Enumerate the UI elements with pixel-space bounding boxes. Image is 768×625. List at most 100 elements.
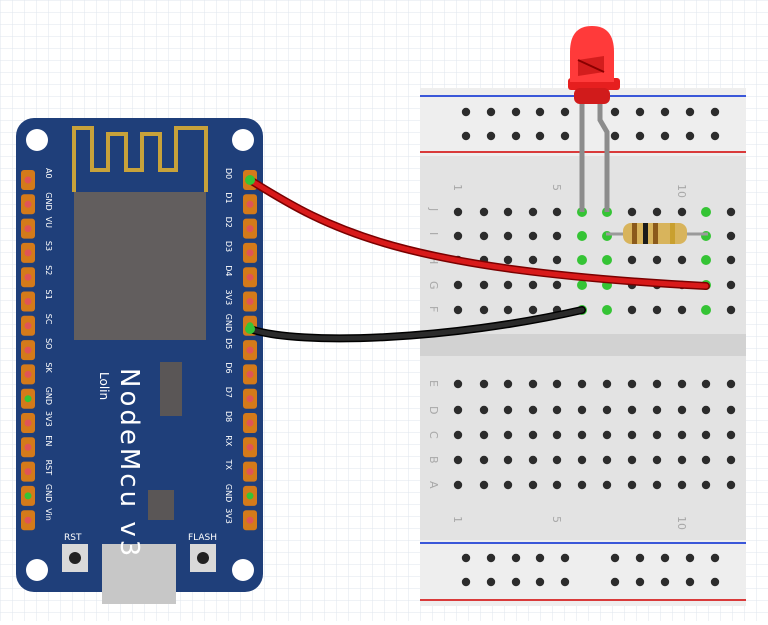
breadboard-hole[interactable] — [710, 131, 720, 141]
breadboard-hole[interactable] — [552, 207, 562, 217]
breadboard-hole[interactable] — [453, 455, 463, 465]
breadboard-hole[interactable] — [602, 305, 612, 315]
breadboard-hole[interactable] — [535, 107, 545, 117]
breadboard-hole[interactable] — [453, 280, 463, 290]
breadboard-hole[interactable] — [726, 405, 736, 415]
breadboard-hole[interactable] — [635, 553, 645, 563]
breadboard-hole[interactable] — [560, 553, 570, 563]
breadboard-hole[interactable] — [528, 480, 538, 490]
breadboard-hole[interactable] — [528, 455, 538, 465]
breadboard-hole[interactable] — [528, 405, 538, 415]
breadboard-hole[interactable] — [685, 577, 695, 587]
breadboard-hole[interactable] — [726, 231, 736, 241]
breadboard-hole[interactable] — [635, 577, 645, 587]
breadboard-hole[interactable] — [677, 305, 687, 315]
breadboard-hole[interactable] — [503, 231, 513, 241]
breadboard-hole[interactable] — [685, 107, 695, 117]
breadboard-hole[interactable] — [486, 577, 496, 587]
breadboard-hole[interactable] — [535, 553, 545, 563]
breadboard-hole[interactable] — [577, 255, 587, 265]
breadboard-hole[interactable] — [726, 207, 736, 217]
breadboard-hole[interactable] — [461, 553, 471, 563]
breadboard-hole[interactable] — [677, 455, 687, 465]
breadboard-hole[interactable] — [685, 131, 695, 141]
breadboard-hole[interactable] — [479, 405, 489, 415]
breadboard-hole[interactable] — [503, 305, 513, 315]
breadboard-hole[interactable] — [479, 480, 489, 490]
breadboard-hole[interactable] — [577, 379, 587, 389]
breadboard-hole[interactable] — [503, 405, 513, 415]
breadboard-hole[interactable] — [602, 379, 612, 389]
breadboard-hole[interactable] — [503, 480, 513, 490]
breadboard-hole[interactable] — [528, 207, 538, 217]
breadboard-hole[interactable] — [552, 430, 562, 440]
resistor-icon[interactable] — [606, 223, 708, 244]
breadboard-hole[interactable] — [602, 430, 612, 440]
breadboard-hole[interactable] — [552, 231, 562, 241]
breadboard-hole[interactable] — [528, 231, 538, 241]
breadboard-hole[interactable] — [701, 480, 711, 490]
breadboard-hole[interactable] — [726, 305, 736, 315]
breadboard-hole[interactable] — [511, 553, 521, 563]
breadboard-hole[interactable] — [511, 131, 521, 141]
breadboard-hole[interactable] — [627, 207, 637, 217]
breadboard-hole[interactable] — [479, 280, 489, 290]
breadboard-hole[interactable] — [552, 379, 562, 389]
breadboard-hole[interactable] — [503, 379, 513, 389]
breadboard-hole[interactable] — [677, 430, 687, 440]
breadboard-hole[interactable] — [479, 231, 489, 241]
breadboard-hole[interactable] — [486, 553, 496, 563]
breadboard-hole[interactable] — [602, 255, 612, 265]
breadboard-hole[interactable] — [701, 455, 711, 465]
breadboard-hole[interactable] — [652, 255, 662, 265]
breadboard-hole[interactable] — [627, 455, 637, 465]
breadboard-hole[interactable] — [453, 305, 463, 315]
breadboard-hole[interactable] — [453, 207, 463, 217]
breadboard-hole[interactable] — [635, 131, 645, 141]
breadboard-hole[interactable] — [652, 305, 662, 315]
breadboard-hole[interactable] — [535, 577, 545, 587]
breadboard-hole[interactable] — [511, 107, 521, 117]
breadboard-hole[interactable] — [453, 405, 463, 415]
breadboard-hole[interactable] — [677, 480, 687, 490]
breadboard-hole[interactable] — [552, 455, 562, 465]
breadboard-hole[interactable] — [560, 577, 570, 587]
breadboard-hole[interactable] — [560, 107, 570, 117]
breadboard-hole[interactable] — [577, 231, 587, 241]
breadboard-hole[interactable] — [461, 131, 471, 141]
breadboard-hole[interactable] — [701, 379, 711, 389]
breadboard-hole[interactable] — [479, 430, 489, 440]
breadboard-hole[interactable] — [726, 455, 736, 465]
breadboard-hole[interactable] — [652, 455, 662, 465]
breadboard-hole[interactable] — [552, 255, 562, 265]
breadboard-hole[interactable] — [701, 305, 711, 315]
breadboard-hole[interactable] — [627, 480, 637, 490]
breadboard-hole[interactable] — [602, 455, 612, 465]
breadboard-hole[interactable] — [726, 280, 736, 290]
breadboard-hole[interactable] — [577, 430, 587, 440]
led-icon[interactable] — [568, 26, 620, 212]
breadboard-hole[interactable] — [503, 430, 513, 440]
breadboard-hole[interactable] — [710, 553, 720, 563]
breadboard-hole[interactable] — [602, 405, 612, 415]
breadboard-hole[interactable] — [627, 379, 637, 389]
breadboard-hole[interactable] — [528, 379, 538, 389]
breadboard-hole[interactable] — [528, 430, 538, 440]
breadboard-hole[interactable] — [511, 577, 521, 587]
breadboard-hole[interactable] — [660, 577, 670, 587]
breadboard-hole[interactable] — [685, 553, 695, 563]
breadboard-hole[interactable] — [701, 207, 711, 217]
breadboard-hole[interactable] — [652, 480, 662, 490]
breadboard-hole[interactable] — [726, 379, 736, 389]
breadboard-hole[interactable] — [652, 207, 662, 217]
breadboard-hole[interactable] — [577, 455, 587, 465]
breadboard-hole[interactable] — [552, 480, 562, 490]
breadboard-hole[interactable] — [627, 305, 637, 315]
breadboard-hole[interactable] — [677, 207, 687, 217]
breadboard-hole[interactable] — [560, 131, 570, 141]
breadboard-hole[interactable] — [503, 255, 513, 265]
breadboard-hole[interactable] — [627, 255, 637, 265]
breadboard-hole[interactable] — [652, 379, 662, 389]
breadboard-hole[interactable] — [627, 405, 637, 415]
breadboard-hole[interactable] — [461, 577, 471, 587]
